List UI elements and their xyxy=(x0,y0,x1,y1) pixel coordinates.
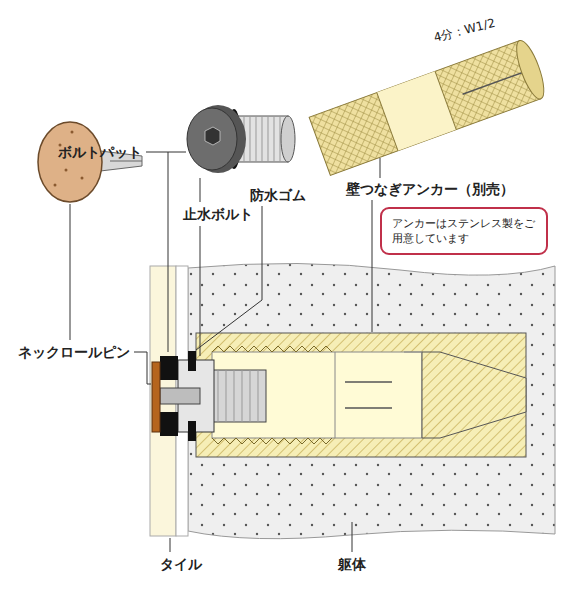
note-box: アンカーはステンレス製をご用意しています xyxy=(380,207,548,255)
water-stop-bolt-picture xyxy=(187,105,295,173)
part-name: ネックロールピン xyxy=(18,344,130,360)
part-name: 躯体 xyxy=(338,556,366,572)
anchor-section xyxy=(196,333,526,457)
part-name: 壁つなぎアンカー（別売） xyxy=(346,181,514,197)
wall-anchor-picture xyxy=(309,37,549,175)
note-text: アンカーはステンレス製をご用意しています xyxy=(392,216,536,246)
part-name: ボルトパット xyxy=(58,144,142,160)
bolt-section xyxy=(152,351,266,441)
part-name: 防水ゴム xyxy=(250,187,306,203)
part-name: タイル xyxy=(160,556,202,572)
neck-roll-pin-picture xyxy=(38,122,142,202)
part-name: 止水ボルト xyxy=(183,206,253,222)
thread-size: 4分：W1/2 xyxy=(432,15,497,46)
